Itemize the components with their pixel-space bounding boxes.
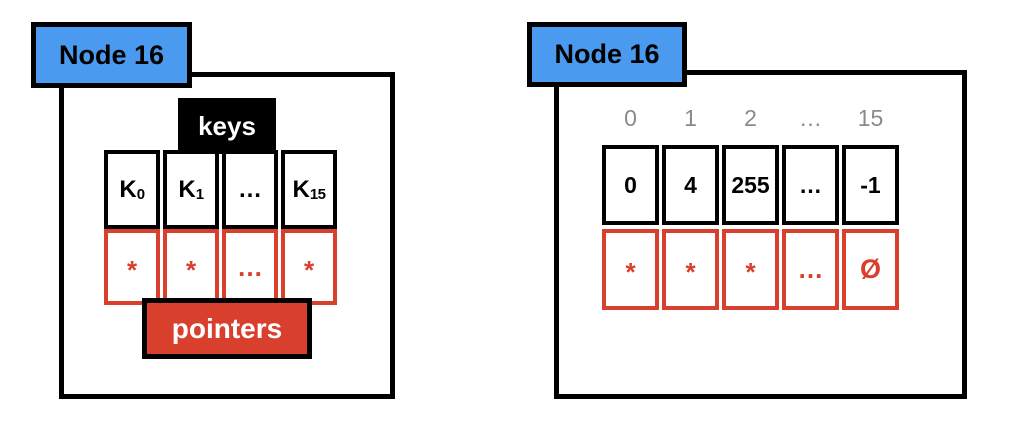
ellipsis-glyph: … bbox=[797, 254, 824, 284]
ellipsis-glyph: … bbox=[799, 171, 822, 198]
index-label: 15 bbox=[857, 104, 884, 131]
key-value-cell: 0 bbox=[602, 145, 659, 225]
pointer-star-glyph: * bbox=[745, 257, 756, 287]
key-base: K bbox=[119, 175, 137, 203]
pointer-cell: * bbox=[104, 229, 160, 305]
keys-label-text: keys bbox=[198, 110, 256, 141]
key-value-cell: 255 bbox=[722, 145, 779, 225]
key-value-cell: 4 bbox=[662, 145, 719, 225]
key-base: K bbox=[292, 175, 310, 203]
key-value: 0 bbox=[624, 171, 637, 198]
right-index-row: 0 1 2 … 15 bbox=[602, 102, 899, 134]
right-pointers-row: * * * … Ø bbox=[602, 229, 899, 310]
pointer-cell: * bbox=[722, 229, 779, 310]
null-pointer-glyph: Ø bbox=[859, 254, 881, 284]
left-pointers-row: * * … * bbox=[104, 229, 337, 305]
pointer-cell: * bbox=[662, 229, 719, 310]
pointers-label: pointers bbox=[142, 298, 312, 359]
pointer-star-glyph: * bbox=[185, 254, 197, 285]
pointers-label-text: pointers bbox=[171, 312, 283, 344]
index-label: 2 bbox=[744, 104, 757, 131]
index-label-ellipsis: … bbox=[799, 104, 822, 131]
pointer-star-glyph: * bbox=[126, 254, 138, 285]
key-value: 255 bbox=[731, 171, 770, 198]
key-value: 4 bbox=[684, 171, 697, 198]
pointer-cell: * bbox=[602, 229, 659, 310]
key-subscript: 1 bbox=[195, 186, 204, 203]
pointer-star-glyph: * bbox=[303, 254, 315, 285]
index-label: 1 bbox=[684, 104, 697, 131]
right-node-title: Node 16 bbox=[554, 39, 660, 69]
pointer-cell-null: Ø bbox=[842, 229, 899, 310]
key-value-cell-ellipsis: … bbox=[782, 145, 839, 225]
key-subscript: 15 bbox=[309, 186, 326, 203]
pointer-cell: * bbox=[163, 229, 219, 305]
key-base: … bbox=[238, 175, 262, 203]
ellipsis-glyph: … bbox=[237, 251, 263, 282]
key-value: -1 bbox=[860, 171, 881, 198]
pointer-cell: * bbox=[281, 229, 337, 305]
index-label: 0 bbox=[624, 104, 637, 131]
key-subscript: 0 bbox=[136, 186, 145, 203]
keys-label: keys bbox=[178, 98, 276, 154]
pointer-cell-ellipsis: … bbox=[222, 229, 278, 305]
pointer-star-glyph: * bbox=[685, 257, 696, 287]
pointer-cell-ellipsis: … bbox=[782, 229, 839, 310]
key-cell-ellipsis: … bbox=[222, 150, 278, 229]
key-base: K bbox=[178, 175, 196, 203]
right-node-title-badge: Node 16 bbox=[527, 22, 687, 87]
left-node-title-badge: Node 16 bbox=[31, 22, 192, 88]
pointer-star-glyph: * bbox=[625, 257, 636, 287]
right-keys-row: 0 4 255 … -1 bbox=[602, 145, 899, 225]
key-value-cell: -1 bbox=[842, 145, 899, 225]
left-node-title: Node 16 bbox=[58, 39, 165, 70]
